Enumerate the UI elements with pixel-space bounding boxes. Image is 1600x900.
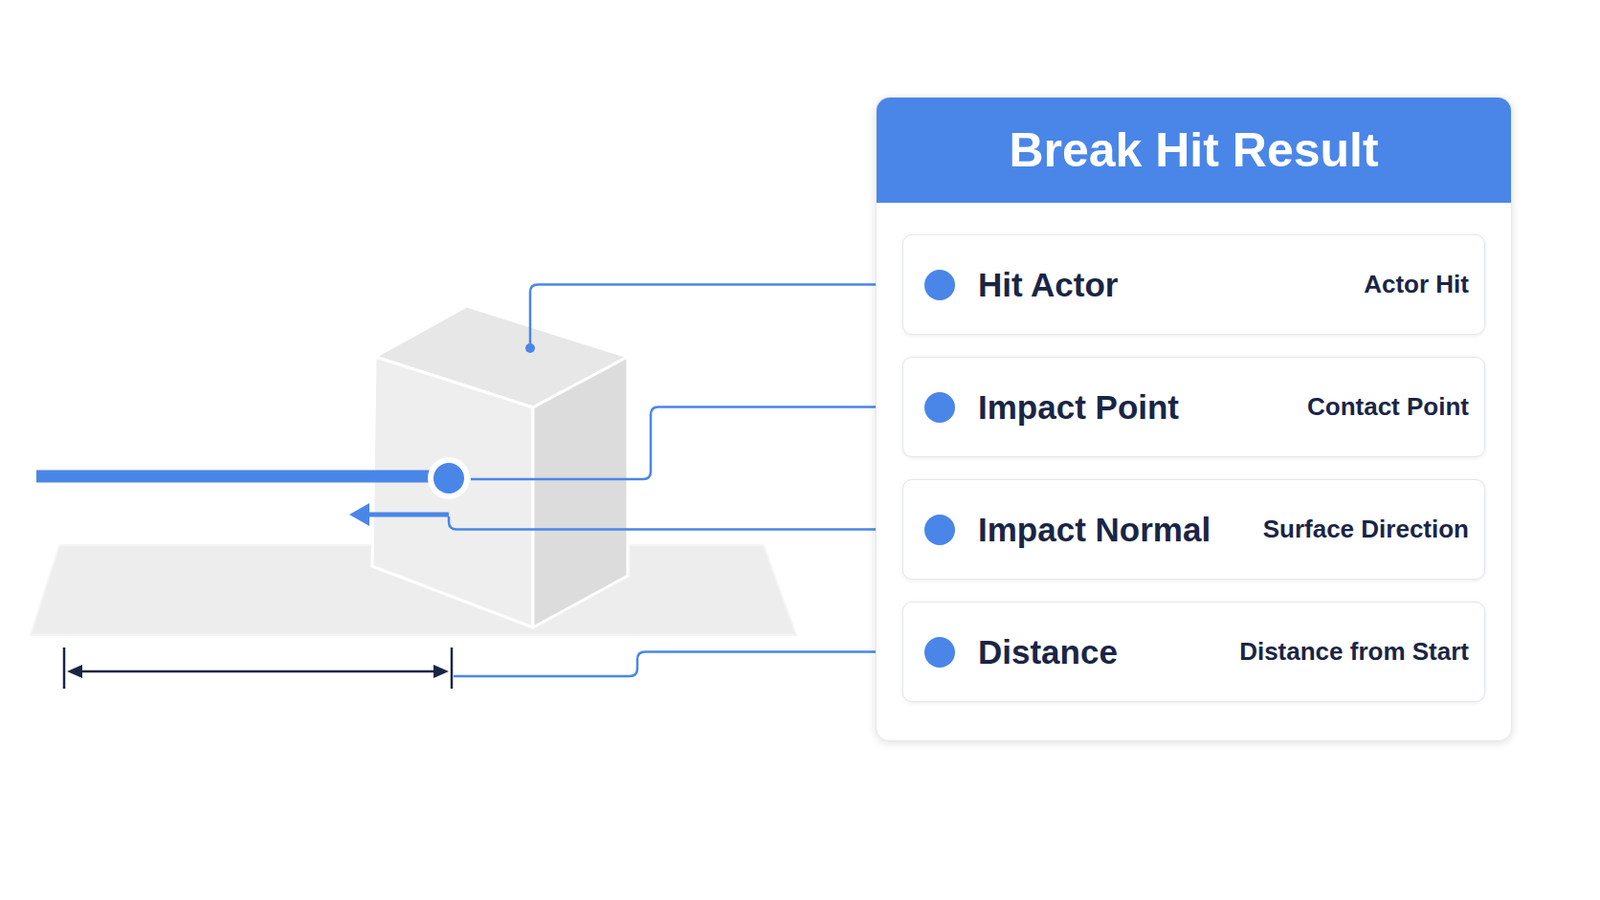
field-name: Distance: [977, 633, 1118, 672]
dimension-tick: [63, 647, 67, 689]
leader-line: [530, 285, 900, 350]
field-description: Actor Hit: [1340, 269, 1469, 300]
normal-arrow: [361, 512, 449, 518]
cube-side: [533, 356, 628, 628]
trace-ray: [36, 470, 433, 484]
normal-arrowhead: [349, 503, 370, 527]
impact-ring: [427, 457, 470, 500]
cube-front: [372, 356, 534, 628]
impact-dot: [433, 463, 465, 494]
dimension-tick: [450, 647, 454, 689]
dimension-line: [74, 670, 442, 674]
field-description: Contact Point: [1284, 392, 1469, 423]
field-name: Impact Normal: [977, 511, 1211, 550]
dimension-arrowhead: [66, 665, 83, 679]
field-name: Hit Actor: [977, 266, 1118, 305]
field-row: Distance Distance from Start: [902, 601, 1486, 703]
field-description: Distance from Start: [1216, 637, 1469, 667]
field-row: Hit Actor Actor Hit: [902, 234, 1486, 335]
panel-title: Break Hit Result: [1008, 122, 1378, 178]
bullet-dot: [924, 514, 956, 546]
bullet-dot: [924, 637, 956, 668]
field-row: Impact Normal Surface Direction: [902, 479, 1486, 580]
field-row: Impact Point Contact Point: [902, 356, 1486, 458]
field-name: Impact Point: [977, 388, 1179, 427]
panel-header: Break Hit Result: [876, 97, 1512, 203]
leader-line: [470, 407, 900, 481]
result-panel: Break Hit ResultHit Actor Actor HitImpact…: [875, 96, 1512, 742]
leader-line: [453, 652, 900, 678]
leader-line: [448, 516, 900, 531]
field-description: Surface Direction: [1240, 514, 1469, 545]
dimension-arrowhead: [433, 665, 449, 679]
bullet-dot: [924, 269, 956, 301]
bullet-dot: [924, 392, 956, 423]
